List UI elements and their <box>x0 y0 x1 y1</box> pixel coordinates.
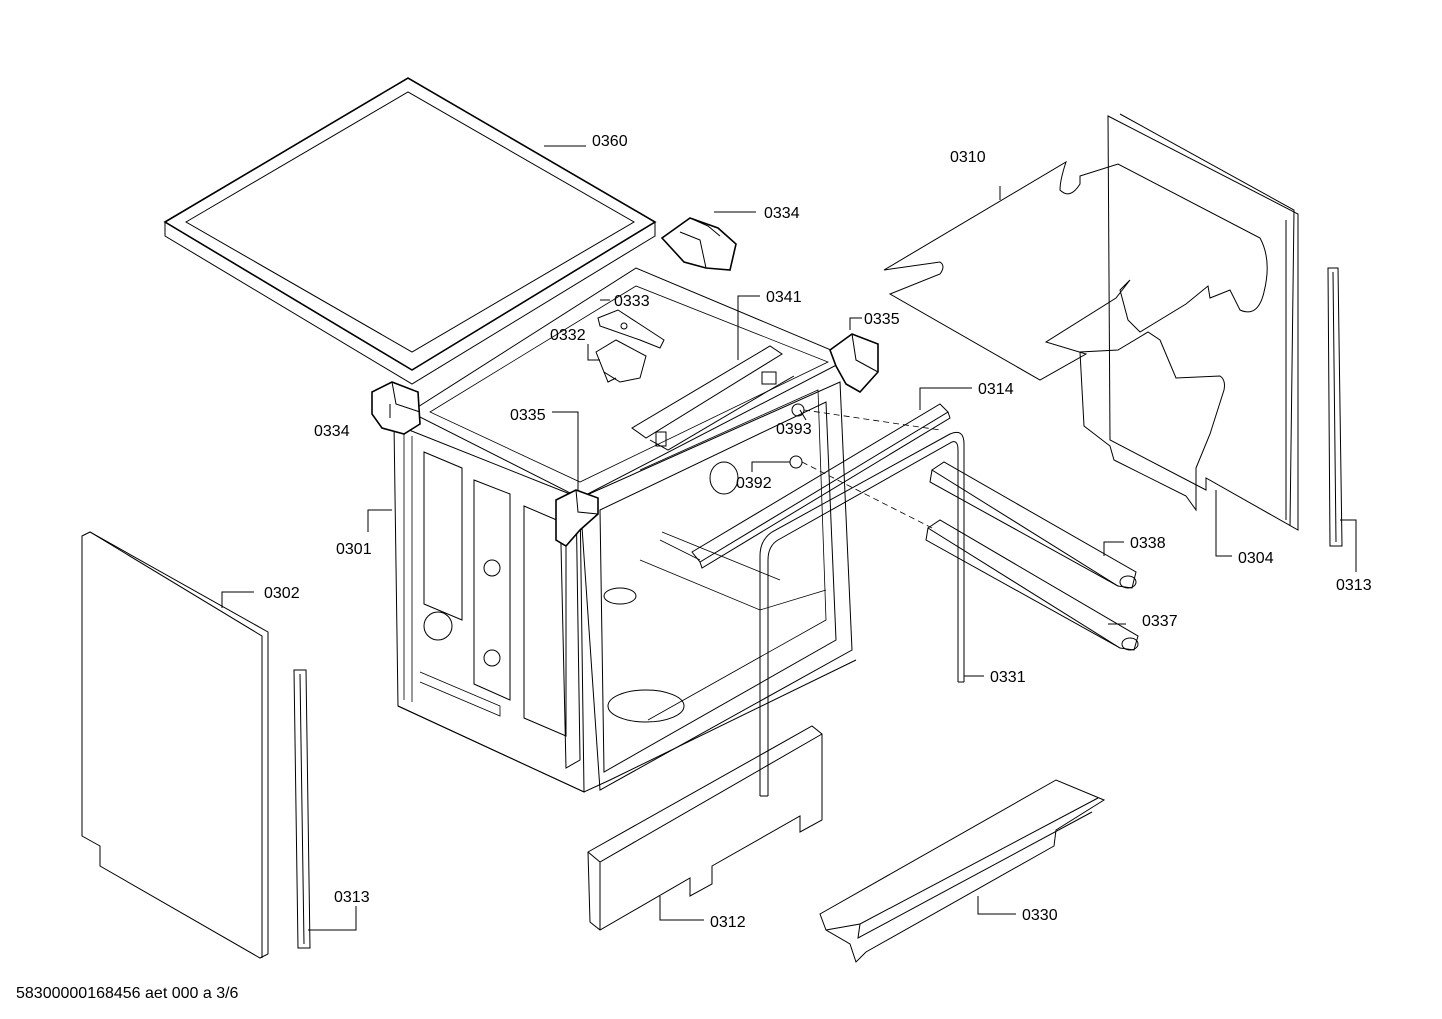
label-0334-left: 0334 <box>314 423 350 440</box>
label-0335-right: 0335 <box>864 311 900 328</box>
label-0312: 0312 <box>710 914 746 931</box>
part-0310-insulation-mat <box>883 160 1268 512</box>
part-0334-clip-left <box>371 381 421 435</box>
label-0314: 0314 <box>978 381 1014 398</box>
label-0335-left: 0335 <box>510 407 546 424</box>
part-0335-clip-left <box>555 489 599 548</box>
part-0302-side-panel <box>81 531 269 959</box>
document-footer-code: 58300000168456 aet 000 a 3/6 <box>16 985 239 1002</box>
label-0334-top: 0334 <box>764 205 800 222</box>
label-0392: 0392 <box>736 475 772 492</box>
label-0301: 0301 <box>336 541 372 558</box>
part-0335-clip-right <box>829 333 879 394</box>
label-0331: 0331 <box>990 669 1026 686</box>
part-0331-u-seal <box>759 431 965 797</box>
part-0341-rail <box>631 345 795 451</box>
part-0313-seal-right <box>1327 267 1343 547</box>
part-0313-seal-left <box>293 669 311 949</box>
part-0338-rail <box>929 461 1137 589</box>
label-0313-left: 0313 <box>334 889 370 906</box>
part-0334-clip-top <box>660 217 737 271</box>
label-0338: 0338 <box>1130 535 1166 552</box>
label-0302: 0302 <box>264 585 300 602</box>
label-0393: 0393 <box>776 421 812 438</box>
part-labels: 0360 0334 0333 0332 0341 0335 0310 0314 … <box>264 133 1372 931</box>
part-0330-base <box>819 779 1106 963</box>
part-0312-plinth <box>587 725 823 931</box>
label-0313-right: 0313 <box>1336 577 1372 594</box>
leader-lines <box>221 145 1357 931</box>
label-0332: 0332 <box>550 327 586 344</box>
label-0330: 0330 <box>1022 907 1058 924</box>
part-0304-side-panel <box>1107 113 1299 531</box>
label-0341: 0341 <box>766 289 802 306</box>
label-0333: 0333 <box>614 293 650 310</box>
part-0393-bolt <box>791 403 941 431</box>
part-0332-switch <box>595 339 647 383</box>
part-0337-rail <box>925 519 1139 651</box>
part-0314-top-seal <box>691 403 951 569</box>
label-0360: 0360 <box>592 133 628 150</box>
part-0301-tub-body <box>393 267 857 793</box>
label-0304: 0304 <box>1238 550 1274 567</box>
part-0360-top-cover <box>163 77 657 385</box>
label-0337: 0337 <box>1142 613 1178 630</box>
label-0310: 0310 <box>950 149 986 166</box>
part-0333-bracket <box>597 309 665 349</box>
part-0392-nut <box>789 455 937 531</box>
